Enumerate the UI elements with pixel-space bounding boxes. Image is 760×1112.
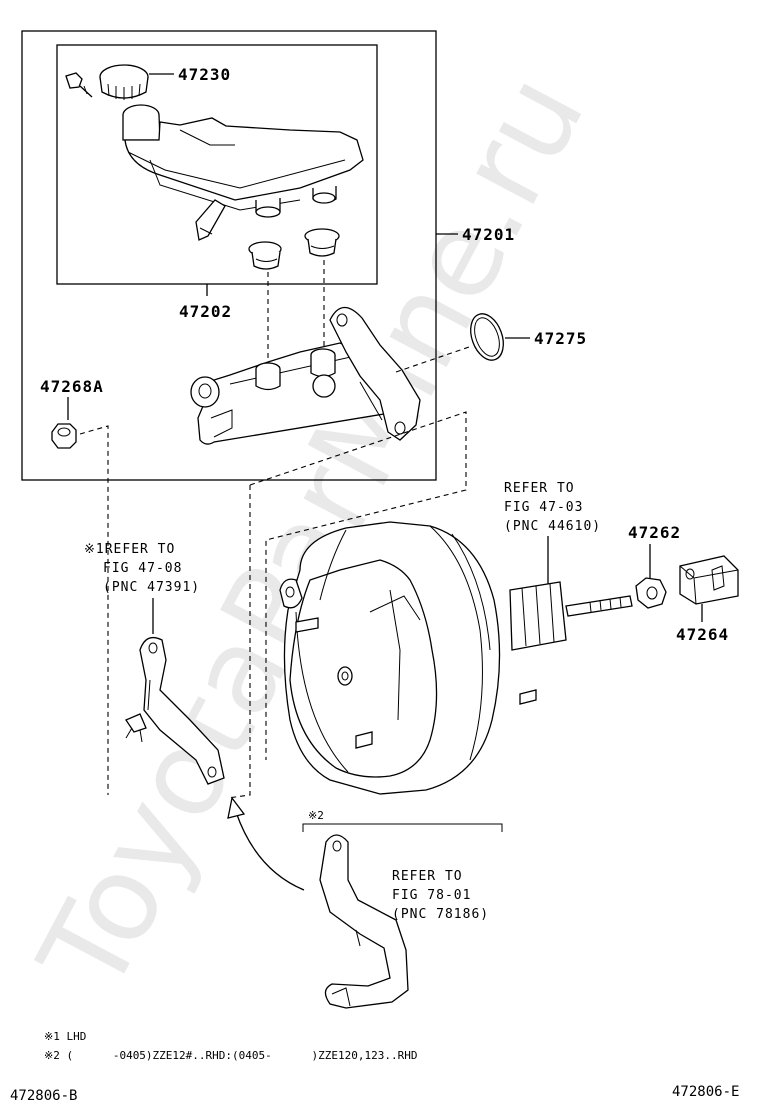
- footer-left-code: 472806-B: [10, 1088, 77, 1104]
- clevis-47264: [679, 555, 739, 605]
- reservoir-subassembly-box: [56, 44, 378, 285]
- label-47264: 47264: [676, 625, 729, 644]
- reservoir-cap: [99, 64, 149, 100]
- label-47202: 47202: [179, 302, 232, 321]
- booster-ref-line2: FIG 47-03: [504, 500, 583, 515]
- nut-47268a: [51, 423, 77, 449]
- label-47230: 47230: [178, 65, 231, 84]
- grommet-left: [248, 241, 282, 270]
- note-rhd: ※2 ( -0405)ZZE12#..RHD:(0405- )ZZE120,12…: [44, 1049, 417, 1062]
- label-47275: 47275: [534, 329, 587, 348]
- booster-ref-line1: REFER TO: [504, 481, 575, 496]
- footer-right-code: 472806-E: [672, 1084, 739, 1100]
- bracket-lhd-ref-line3: (PNC 47391): [103, 580, 200, 595]
- cap-screw: [65, 72, 93, 98]
- bracket-lhd-ref-line1: ※1REFER TO: [84, 542, 175, 557]
- label-47201: 47201: [462, 225, 515, 244]
- bracket-rhd-ref-line2: FIG 78-01: [392, 888, 471, 903]
- nut-47262: [635, 577, 667, 609]
- grommet-right: [304, 228, 340, 257]
- o-ring: [470, 313, 504, 361]
- bracket-lhd: [125, 636, 225, 785]
- bracket-mark: ※2: [308, 809, 324, 822]
- master-cylinder-assembly-box: [21, 30, 437, 481]
- note-lhd: ※1 LHD: [44, 1030, 86, 1043]
- brake-booster: [279, 521, 633, 795]
- bracket-lhd-ref-line2: FIG 47-08: [103, 561, 182, 576]
- reservoir-tank: [122, 104, 364, 241]
- label-47268A: 47268A: [40, 377, 104, 396]
- master-cylinder: [190, 306, 421, 445]
- bracket-rhd: [319, 834, 409, 1009]
- bracket-rhd-ref-line1: REFER TO: [392, 869, 463, 884]
- label-47262: 47262: [628, 523, 681, 542]
- bracket-rhd-ref-line3: (PNC 78186): [392, 907, 489, 922]
- booster-ref-line3: (PNC 44610): [504, 519, 601, 534]
